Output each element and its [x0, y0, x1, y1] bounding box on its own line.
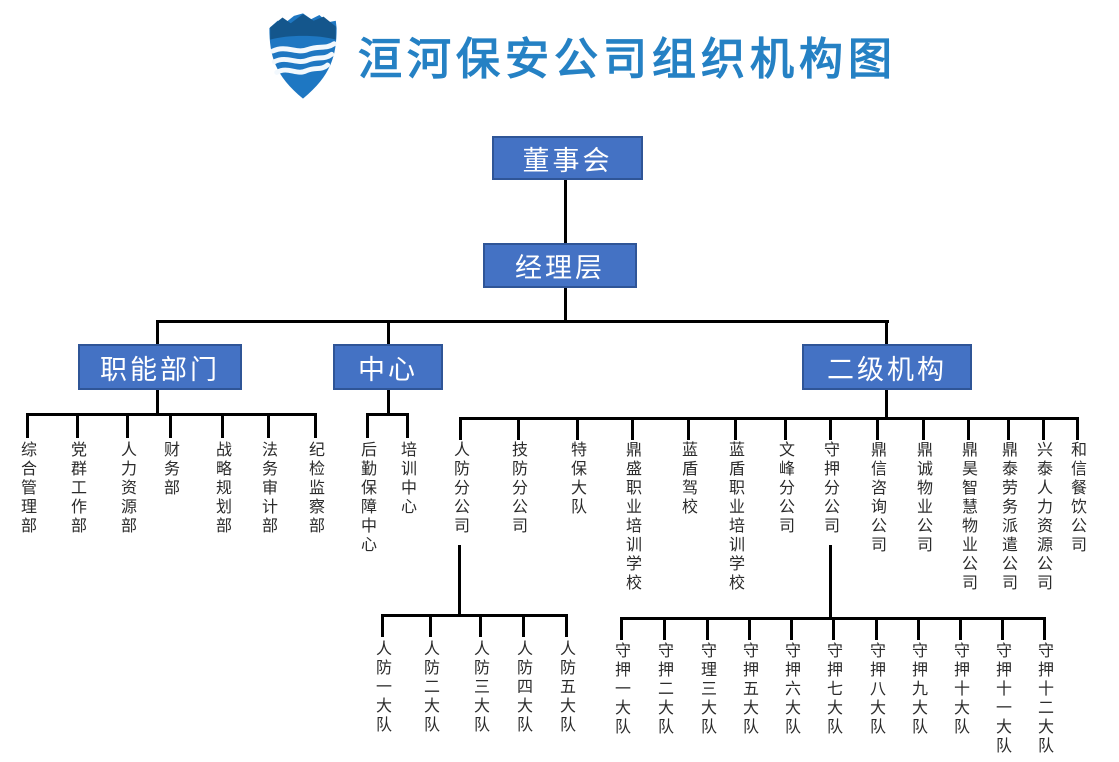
- connector-line: [1043, 617, 1046, 640]
- org-leaf-node: 法务审计部: [259, 441, 278, 536]
- org-leaf-node: 财务部: [161, 441, 180, 498]
- connector-line: [706, 617, 709, 640]
- connector-line: [126, 413, 129, 438]
- connector-line: [1042, 417, 1045, 440]
- org-leaf-node: 文峰分公司: [776, 441, 795, 536]
- connector-line: [387, 320, 390, 344]
- connector-line: [479, 614, 482, 637]
- connector-line: [564, 180, 567, 243]
- connector-line: [829, 545, 832, 618]
- connector-line: [1001, 617, 1004, 640]
- org-leaf-node: 战略规划部: [213, 441, 232, 536]
- connector-line: [790, 617, 793, 640]
- shield-waves-logo-icon: [269, 13, 337, 99]
- connector-line: [663, 617, 666, 640]
- org-node-board: 董事会: [492, 136, 643, 180]
- org-node-centers: 中心: [333, 344, 443, 390]
- connector-line: [156, 320, 159, 344]
- connector-line: [917, 617, 920, 640]
- org-leaf-node: 守押七大队: [824, 642, 843, 737]
- connector-line: [875, 617, 878, 640]
- connector-line: [967, 417, 970, 440]
- connector-line: [885, 320, 888, 344]
- org-leaf-node: 守理三大队: [698, 642, 717, 737]
- org-leaf-node: 兴泰人力资源公司: [1034, 441, 1053, 593]
- org-leaf-node: 守押五大队: [740, 642, 759, 737]
- org-leaf-node: 人防五大队: [557, 640, 576, 735]
- org-leaf-node: 鼎泰劳务派遣公司: [999, 441, 1018, 593]
- connector-line: [885, 390, 888, 419]
- org-leaf-node: 人防三大队: [471, 640, 490, 735]
- connector-line: [517, 417, 520, 440]
- connector-line: [620, 617, 623, 640]
- org-leaf-node: 鼎盛职业培训学校: [623, 441, 642, 593]
- org-leaf-node: 鼎诚物业公司: [914, 441, 933, 555]
- connector-line: [565, 614, 568, 637]
- connector-line: [387, 390, 390, 415]
- connector-line: [564, 288, 567, 321]
- org-leaf-node: 守押九大队: [909, 642, 928, 737]
- org-leaf-node: 鼎信咨询公司: [868, 441, 887, 555]
- connector-line: [576, 417, 579, 440]
- connector-line: [459, 417, 1079, 420]
- org-leaf-node: 人防分公司: [451, 441, 470, 536]
- org-leaf-node: 鼎昊智慧物业公司: [959, 441, 978, 593]
- org-leaf-node: 综合管理部: [18, 441, 37, 536]
- connector-line: [1076, 417, 1079, 440]
- connector-line: [784, 417, 787, 440]
- connector-line: [922, 417, 925, 440]
- org-leaf-node: 后勤保障中心: [358, 441, 377, 555]
- connector-line: [406, 413, 409, 438]
- org-leaf-node: 守押六大队: [782, 642, 801, 737]
- connector-line: [458, 545, 461, 615]
- org-leaf-node: 人防二大队: [421, 640, 440, 735]
- connector-line: [156, 320, 889, 323]
- connector-line: [314, 413, 317, 438]
- connector-line: [631, 417, 634, 440]
- connector-line: [748, 617, 751, 640]
- connector-line: [381, 614, 568, 617]
- org-leaf-node: 特保大队: [568, 441, 587, 517]
- connector-line: [522, 614, 525, 637]
- org-leaf-node: 和信餐饮公司: [1068, 441, 1087, 555]
- connector-line: [221, 413, 224, 438]
- org-leaf-node: 守押十二大队: [1035, 642, 1054, 756]
- org-leaf-node: 守押分公司: [821, 441, 840, 536]
- page-title: 洹河保安公司组织机构图: [358, 35, 897, 84]
- connector-line: [267, 413, 270, 438]
- connector-line: [687, 417, 690, 440]
- org-leaf-node: 培训中心: [398, 441, 417, 517]
- org-leaf-node: 守押十一大队: [993, 642, 1012, 756]
- connector-line: [1007, 417, 1010, 440]
- connector-line: [429, 614, 432, 637]
- org-leaf-node: 技防分公司: [509, 441, 528, 536]
- connector-line: [169, 413, 172, 438]
- org-node-functional-departments: 职能部门: [78, 344, 242, 390]
- connector-line: [959, 617, 962, 640]
- connector-line: [829, 417, 832, 440]
- connector-line: [156, 390, 159, 415]
- org-leaf-node: 守押二大队: [655, 642, 674, 737]
- org-leaf-node: 人防四大队: [514, 640, 533, 735]
- org-leaf-node: 人防一大队: [373, 640, 392, 735]
- connector-line: [876, 417, 879, 440]
- org-leaf-node: 党群工作部: [68, 441, 87, 536]
- connector-line: [366, 413, 369, 438]
- connector-line: [76, 413, 79, 438]
- org-node-secondary-institutions: 二级机构: [802, 344, 972, 390]
- connector-line: [26, 413, 29, 438]
- org-leaf-node: 蓝盾职业培训学校: [726, 441, 745, 593]
- org-node-management: 经理层: [483, 243, 637, 288]
- connector-line: [832, 617, 835, 640]
- connector-line: [459, 417, 462, 440]
- org-leaf-node: 纪检监察部: [306, 441, 325, 536]
- org-leaf-node: 守押十大队: [951, 642, 970, 737]
- connector-line: [366, 413, 409, 416]
- connector-line: [734, 417, 737, 440]
- org-leaf-node: 蓝盾驾校: [679, 441, 698, 517]
- org-leaf-node: 守押一大队: [612, 642, 631, 737]
- org-leaf-node: 人力资源部: [118, 441, 137, 536]
- connector-line: [381, 614, 384, 637]
- org-leaf-node: 守押八大队: [867, 642, 886, 737]
